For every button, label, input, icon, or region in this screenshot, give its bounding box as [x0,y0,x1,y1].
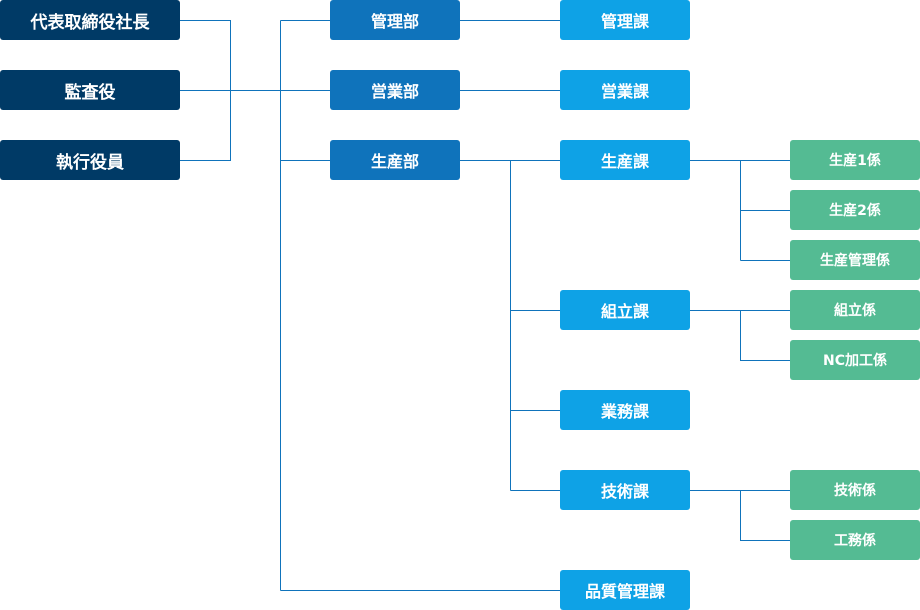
connector-engineering-units [690,490,790,541]
sect-engineering: 技術課 [560,470,690,510]
unit-production-control: 生産管理係 [790,240,920,280]
unit-engineering: 技術係 [790,470,920,510]
sect-operations: 業務課 [560,390,690,430]
connector-production-units [690,160,790,261]
dept-sales: 営業部 [330,70,460,110]
unit-nc-machining: NC加工係 [790,340,920,380]
exec-auditor: 監査役 [0,70,180,110]
sect-quality: 品質管理課 [560,570,690,610]
exec-president: 代表取締役社長 [0,0,180,40]
sect-production: 生産課 [560,140,690,180]
unit-production1: 生産1係 [790,140,920,180]
unit-production2: 生産2係 [790,190,920,230]
exec-officers: 執行役員 [0,140,180,180]
unit-assembly: 組立係 [790,290,920,330]
sect-management: 管理課 [560,0,690,40]
dept-management: 管理部 [330,0,460,40]
dept-production: 生産部 [330,140,460,180]
sect-assembly: 組立課 [560,290,690,330]
sect-sales: 営業課 [560,70,690,110]
connector-assembly-units [690,310,790,361]
unit-works: 工務係 [790,520,920,560]
